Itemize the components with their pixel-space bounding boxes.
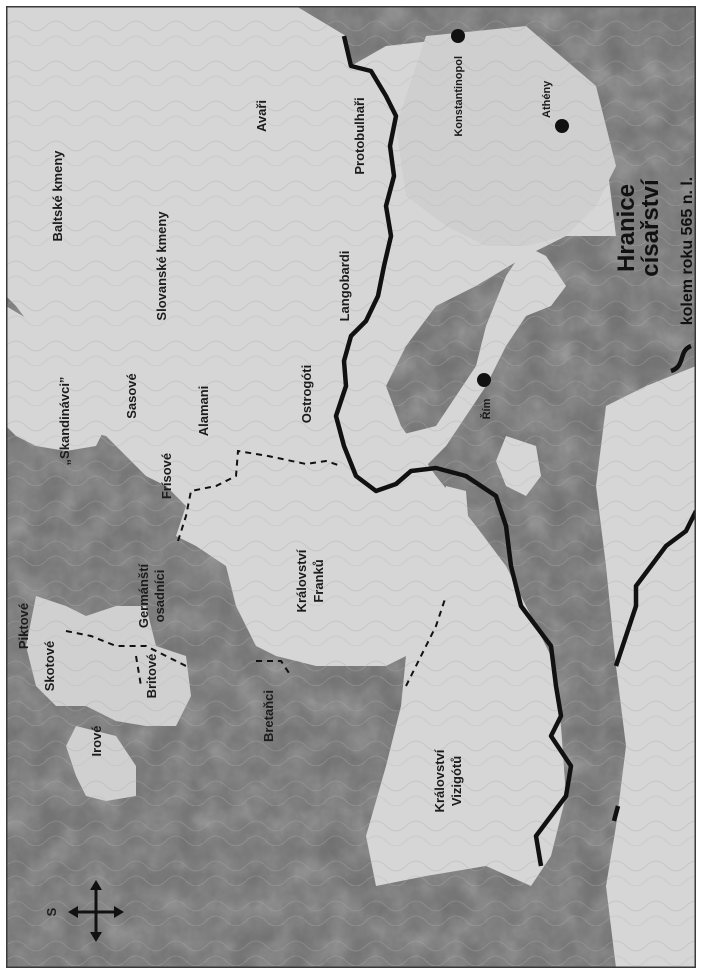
label-skandinavci: „Skandinávci”	[57, 377, 72, 466]
city-dot-atheny	[555, 119, 569, 133]
label-slovanske: Slovanské kmeny	[154, 211, 169, 321]
label-frankove-line1: Království	[294, 549, 309, 612]
city-dot-rim	[477, 373, 491, 387]
legend: Hranice císařství kolem roku 565 n. l.	[613, 177, 696, 326]
label-germansti-line1: Germánští	[136, 563, 151, 628]
label-alamani: Alamani	[196, 386, 211, 437]
label-langobardi: Langobardi	[337, 251, 352, 322]
label-piktove: Piktové	[16, 603, 31, 649]
label-protobulhari: Protobulhaři	[352, 97, 367, 174]
empire-border-east	[333, 35, 574, 867]
label-vizigoti-line1: Království	[432, 749, 447, 812]
label-avari: Avaři	[254, 100, 269, 132]
legend-title-line1: Hranice	[613, 184, 640, 272]
label-skotove: Skotové	[42, 641, 57, 692]
label-britove: Britové	[144, 654, 159, 699]
map-frame	[6, 6, 696, 968]
label-frisove: Frísové	[159, 453, 174, 499]
compass-arrowhead-left	[68, 906, 78, 918]
map-canvas: Baltské kmeny Slovanské kmeny Avaři Prot…	[6, 6, 696, 968]
label-germansti-line2: osadníci	[152, 570, 167, 623]
dashed-border-franks-east	[177, 449, 342, 542]
city-konstantinopol: Konstantinopol	[451, 29, 465, 137]
label-irove: Irové	[89, 725, 104, 756]
dashed-border-britons	[135, 655, 142, 687]
label-vizigoti-line2: Vizigótů	[449, 756, 464, 806]
relief-overlay	[6, 6, 696, 968]
legend-border-sample	[670, 343, 693, 374]
compass-arrowhead-up	[90, 880, 102, 890]
empire-border-africa	[613, 509, 696, 667]
city-label-atheny: Athény	[541, 80, 553, 118]
label-sasove: Sasové	[124, 373, 139, 419]
compass-north-label: S	[44, 907, 59, 916]
compass-rose: S	[44, 880, 124, 942]
region-labels: Baltské kmeny Slovanské kmeny Avaři Prot…	[16, 97, 464, 812]
city-label-rim: Řím	[480, 398, 493, 419]
empire-border-africa-2	[611, 805, 621, 822]
city-atheny: Athény	[541, 80, 569, 133]
city-rim: Řím	[477, 373, 493, 419]
label-baltske: Baltské kmeny	[50, 150, 65, 242]
dashed-border-visigoths	[405, 595, 447, 687]
label-bretanci: Bretaňci	[261, 690, 276, 742]
legend-subtitle: kolem roku 565 n. l.	[679, 177, 696, 326]
compass-arrowhead-down	[90, 932, 102, 942]
compass-arrowhead-right	[114, 906, 124, 918]
label-ostrogoti: Ostrogóti	[299, 365, 314, 424]
city-label-konstantinopol: Konstantinopol	[453, 56, 465, 137]
dashed-border-britain	[65, 630, 187, 667]
label-frankove-line2: Franků	[311, 559, 326, 602]
city-dot-konstantinopol	[451, 29, 465, 43]
legend-title-line2: císařství	[637, 178, 664, 277]
dashed-border-brittany	[256, 660, 292, 677]
